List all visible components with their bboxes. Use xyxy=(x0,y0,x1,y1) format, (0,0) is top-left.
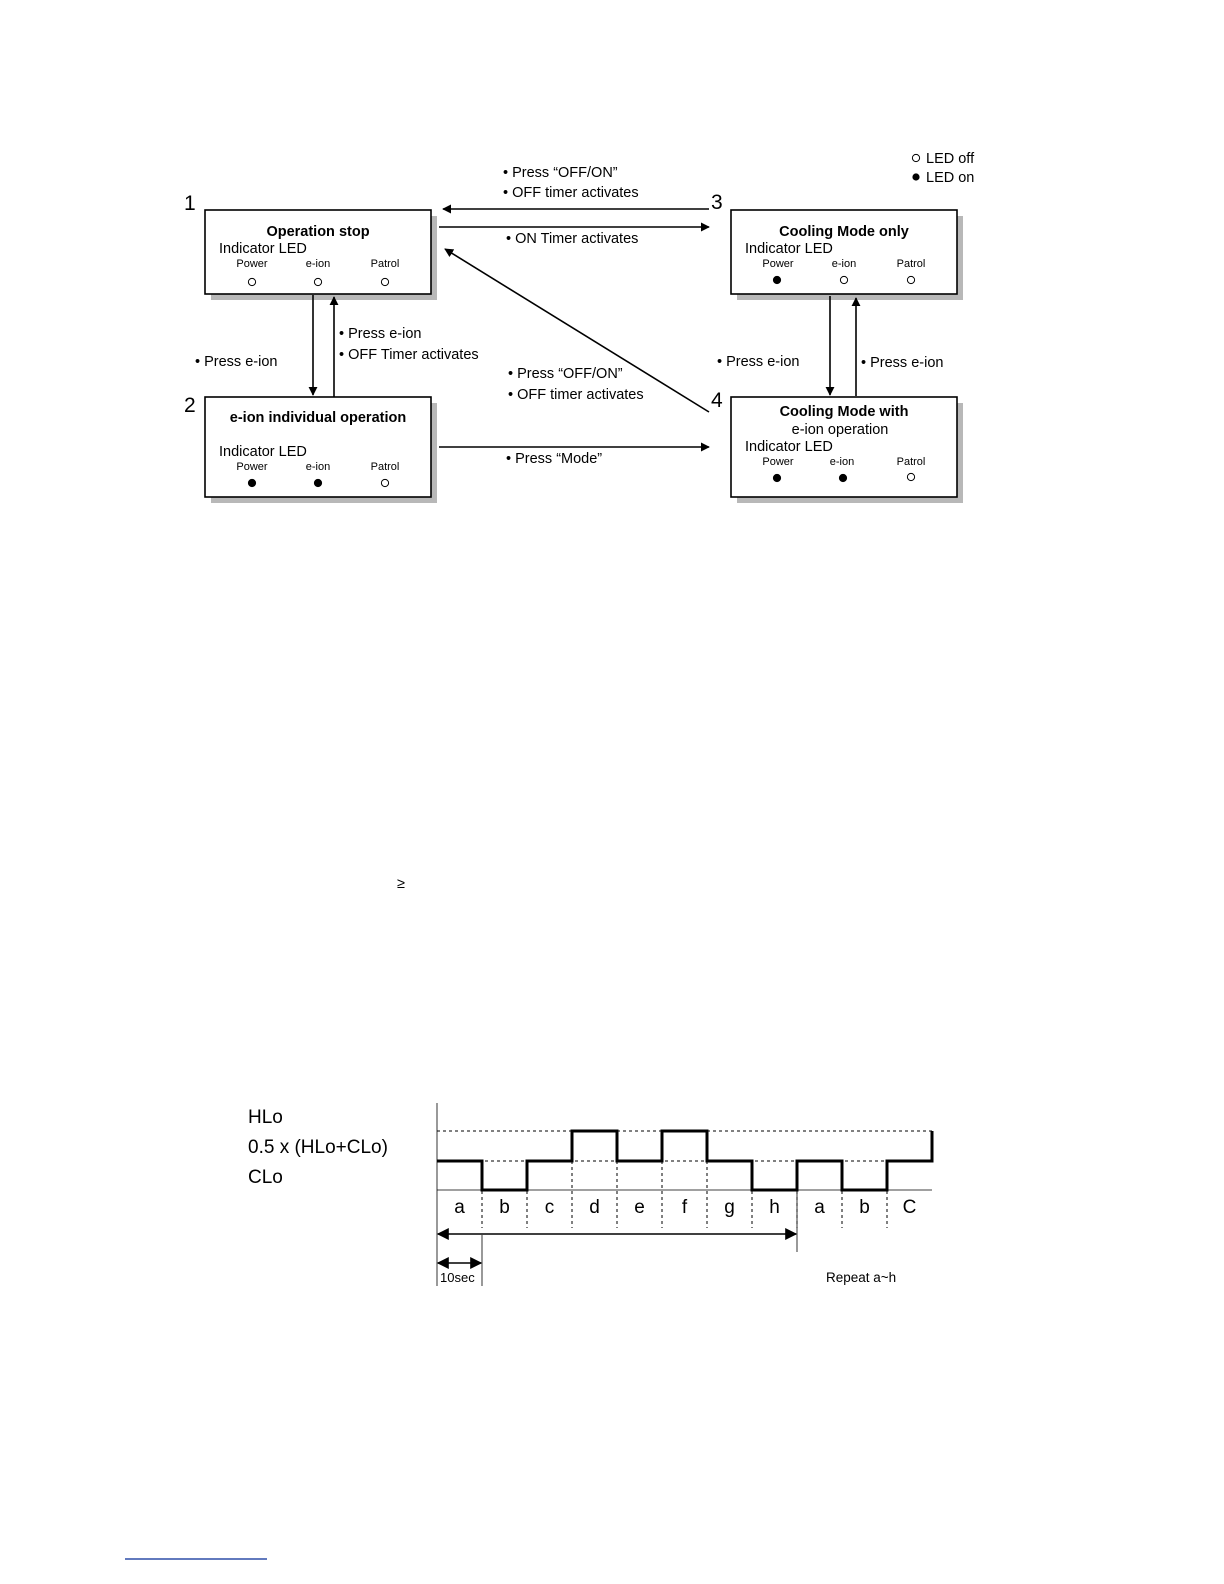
arrow xyxy=(444,248,710,413)
state-title: Operation stop xyxy=(266,224,369,240)
state-title: Cooling Mode with xyxy=(780,404,909,420)
led-power-indicator xyxy=(772,275,782,285)
led-power-indicator xyxy=(247,277,257,287)
legend-off-label: LED off xyxy=(926,151,975,167)
transition-label: • ON Timer activates xyxy=(506,231,638,247)
led-label-eion: e-ion xyxy=(830,456,854,468)
led-eion-indicator xyxy=(839,275,849,285)
transition-label: • Press e-ion xyxy=(861,355,943,371)
segment-label: h xyxy=(769,1197,780,1218)
led-patrol-indicator xyxy=(380,277,390,287)
state-1-operation-stop: 1 Operation stop Indicator LED Power e-i… xyxy=(184,192,437,300)
led-patrol-indicator xyxy=(906,275,916,285)
led-label-patrol: Patrol xyxy=(371,258,400,270)
waveform xyxy=(437,1129,934,1192)
led-patrol-indicator xyxy=(906,472,916,482)
state-title: Cooling Mode only xyxy=(779,224,909,240)
transition-label: • OFF Timer activates xyxy=(339,347,479,363)
led-power-indicator xyxy=(772,473,782,483)
transition-1-to-2: • Press e-ion xyxy=(195,295,318,396)
led-label-power: Power xyxy=(236,461,268,473)
indicator-label: Indicator LED xyxy=(219,241,307,257)
segment-label: d xyxy=(589,1197,600,1218)
led-label-eion: e-ion xyxy=(832,258,856,270)
transition-label: • Press “OFF/ON” xyxy=(508,366,623,382)
legend-on-label: LED on xyxy=(926,170,974,186)
transition-label: • Press “Mode” xyxy=(506,451,602,467)
level-label-mid: 0.5 x (HLo+CLo) xyxy=(248,1137,388,1158)
led-label-patrol: Patrol xyxy=(897,456,926,468)
segment-label: a xyxy=(814,1197,825,1218)
repeat-label: Repeat a~h xyxy=(826,1270,896,1285)
transition-label: • Press “OFF/ON” xyxy=(503,165,618,181)
transition-label: • Press e-ion xyxy=(717,354,799,370)
segment-label: g xyxy=(724,1197,735,1218)
state-number: 2 xyxy=(184,394,196,417)
led-on-symbol-icon xyxy=(912,173,920,181)
segment-label: b xyxy=(499,1197,510,1218)
transition-3-to-1: • Press “OFF/ON” • OFF timer activates xyxy=(442,165,709,214)
state-2-eion-individual: 2 e-ion individual operation Indicator L… xyxy=(184,394,437,503)
timing-chart: HLo 0.5 x (HLo+CLo) CLo a b c d e f g h a b C 10se… xyxy=(248,1103,934,1286)
state-number: 3 xyxy=(711,191,723,214)
transition-label: • Press e-ion xyxy=(339,326,421,342)
led-off-symbol-icon xyxy=(911,153,921,163)
level-label-hlo: HLo xyxy=(248,1107,283,1128)
waveform-line xyxy=(437,1129,934,1192)
transition-3-to-4: • Press e-ion xyxy=(717,296,835,396)
interval-label: 10sec xyxy=(440,1270,475,1285)
led-label-eion: e-ion xyxy=(306,461,330,473)
level-label-clo: CLo xyxy=(248,1167,283,1188)
led-label-patrol: Patrol xyxy=(897,258,926,270)
led-eion-indicator xyxy=(313,277,323,287)
led-label-power: Power xyxy=(762,258,794,270)
led-label-power: Power xyxy=(236,258,268,270)
led-label-eion: e-ion xyxy=(306,258,330,270)
state-number: 1 xyxy=(184,192,196,215)
segment-label: f xyxy=(682,1197,688,1218)
state-4-cooling-with-eion: 4 Cooling Mode with e-ion operation Indi… xyxy=(711,389,963,503)
transition-label: • Press e-ion xyxy=(195,354,277,370)
transition-1-to-3: • ON Timer activates xyxy=(439,222,710,247)
led-label-patrol: Patrol xyxy=(371,461,400,473)
segment-label: e xyxy=(634,1197,645,1218)
greater-or-equal-symbol: ≥ xyxy=(397,876,405,892)
indicator-label: Indicator LED xyxy=(745,241,833,257)
segment-label: c xyxy=(545,1197,555,1218)
segment-label: a xyxy=(454,1197,465,1218)
transition-label: • OFF timer activates xyxy=(503,185,639,201)
transition-4-to-1: • Press “OFF/ON” • OFF timer activates xyxy=(444,248,710,413)
indicator-label: Indicator LED xyxy=(219,444,307,460)
led-patrol-indicator xyxy=(380,478,390,488)
state-title: e-ion individual operation xyxy=(230,410,406,426)
state-subtitle: e-ion operation xyxy=(792,422,889,438)
transition-label: • OFF timer activates xyxy=(508,387,644,403)
led-label-power: Power xyxy=(762,456,794,468)
transition-2-to-4: • Press “Mode” xyxy=(439,442,710,467)
led-eion-indicator xyxy=(838,473,848,483)
indicator-label: Indicator LED xyxy=(745,439,833,455)
led-legend: LED off LED on xyxy=(911,151,975,186)
led-eion-indicator xyxy=(313,478,323,488)
segment-label: C xyxy=(903,1197,917,1218)
transition-2-to-1: • Press e-ion • OFF Timer activates xyxy=(329,296,479,397)
state-number: 4 xyxy=(711,389,723,412)
transition-4-to-3: • Press e-ion xyxy=(851,297,943,396)
segment-label: b xyxy=(859,1197,870,1218)
led-power-indicator xyxy=(247,478,257,488)
state-3-cooling-only: 3 Cooling Mode only Indicator LED Power … xyxy=(711,191,963,300)
